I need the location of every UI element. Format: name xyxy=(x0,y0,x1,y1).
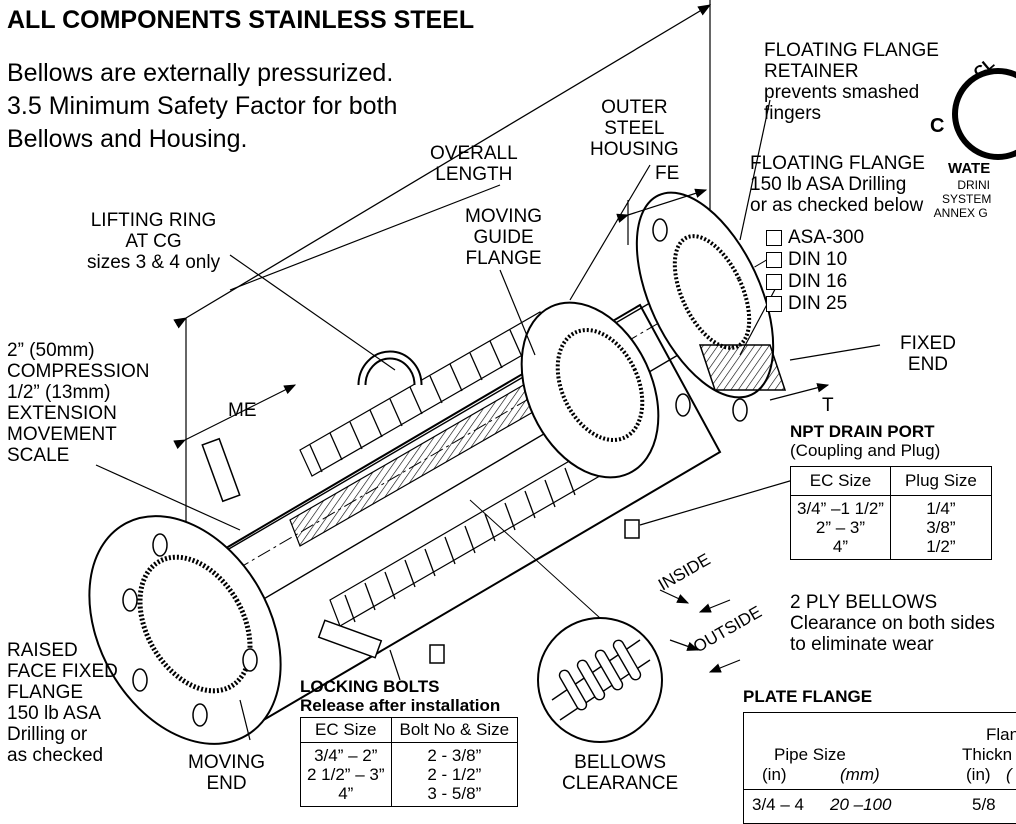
intro-line-2: 3.5 Minimum Safety Factor for both xyxy=(7,92,398,120)
t-label: T xyxy=(822,395,834,416)
logo-water: WATE xyxy=(948,160,991,177)
two-ply-label: 2 PLY BELLOWS Clearance on both sides to… xyxy=(790,592,995,655)
logo-lines: DRINI SYSTEM ANNEX G xyxy=(933,178,992,220)
option-din-10[interactable]: DIN 10 xyxy=(766,249,864,271)
drain-port-table: EC Size Plug Size 3/4” –1 1/2” 2” – 3” 4… xyxy=(790,466,992,560)
table-divider xyxy=(744,789,1016,790)
plate-flange-title: PLATE FLANGE xyxy=(743,687,873,706)
bellows-clearance-label: BELLOWS CLEARANCE xyxy=(562,752,679,794)
column-header: EC Size xyxy=(790,466,891,496)
certification-logo: CL C WATE DRINI SYSTEM ANNEX G xyxy=(930,60,1016,250)
drain-port-title: NPT DRAIN PORT xyxy=(790,422,935,441)
drain-port-section: NPT DRAIN PORT (Coupling and Plug) EC Si… xyxy=(790,422,992,560)
retainer-label: FLOATING FLANGE RETAINER prevents smashe… xyxy=(764,40,939,124)
me-label: ME xyxy=(228,400,257,421)
drain-port-subtitle: (Coupling and Plug) xyxy=(790,441,941,460)
checkbox-icon[interactable] xyxy=(766,296,782,312)
plate-flange-table: Flan Pipe Size Thickn (in) (mm) (in) ( 3… xyxy=(743,712,1016,824)
fe-label: FE xyxy=(655,163,680,184)
option-asa-300[interactable]: ASA-300 xyxy=(766,227,864,249)
fixed-end-label: FIXED END xyxy=(900,333,956,375)
locking-bolts-table: EC Size Bolt No & Size 3/4” – 2” 2 1/2” … xyxy=(300,717,519,807)
checkbox-icon[interactable] xyxy=(766,230,782,246)
column-header: Bolt No & Size xyxy=(390,717,519,743)
locking-bolts-section: LOCKING BOLTS Release after installation… xyxy=(300,677,519,807)
checkbox-icon[interactable] xyxy=(766,252,782,268)
locking-bolts-title: LOCKING BOLTS xyxy=(300,677,440,696)
option-din-16[interactable]: DIN 16 xyxy=(766,271,864,293)
table-header-row: EC Size Plug Size xyxy=(790,466,992,496)
outer-housing-label: OUTER STEEL HOUSING xyxy=(590,97,679,160)
table-row: 3/4” – 2” 2 1/2” – 3” 4” 2 - 3/8” 2 - 1/… xyxy=(300,742,519,807)
lifting-ring-label: LIFTING RING AT CG sizes 3 & 4 only xyxy=(87,210,221,273)
column-header: Plug Size xyxy=(889,466,992,496)
intro-line-3: Bellows and Housing. xyxy=(7,125,248,153)
heading: ALL COMPONENTS STAINLESS STEEL xyxy=(7,6,475,34)
intro-text: Bellows are externally pressurized. 3.5 … xyxy=(7,57,397,156)
option-din-25[interactable]: DIN 25 xyxy=(766,293,864,315)
checkbox-icon[interactable] xyxy=(766,274,782,290)
floating-flange-label: FLOATING FLANGE 150 lb ASA Drilling or a… xyxy=(750,153,925,216)
table-row: 3/4” –1 1/2” 2” – 3” 4” 1/4” 3/8” 1/2” xyxy=(790,495,992,560)
overall-length-label: OVERALL LENGTH xyxy=(430,143,518,185)
movement-scale-label: 2” (50mm) COMPRESSION 1/2” (13mm) EXTENS… xyxy=(7,340,150,466)
plate-flange-section: PLATE FLANGE Flan Pipe Size Thickn (in) … xyxy=(743,687,1016,824)
column-header: EC Size xyxy=(300,717,392,743)
table-header-row: EC Size Bolt No & Size xyxy=(300,717,519,743)
logo-ring xyxy=(952,68,1016,160)
flange-options: ASA-300 DIN 10 DIN 16 DIN 25 xyxy=(766,227,864,315)
intro-line-1: Bellows are externally pressurized. xyxy=(7,59,394,87)
logo-letter: C xyxy=(930,115,945,137)
moving-end-label: MOVING END xyxy=(188,752,266,794)
raised-face-label: RAISED FACE FIXED FLANGE 150 lb ASA Dril… xyxy=(7,640,118,766)
locking-bolts-subtitle: Release after installation xyxy=(300,696,501,715)
moving-guide-label: MOVING GUIDE FLANGE xyxy=(465,206,543,269)
